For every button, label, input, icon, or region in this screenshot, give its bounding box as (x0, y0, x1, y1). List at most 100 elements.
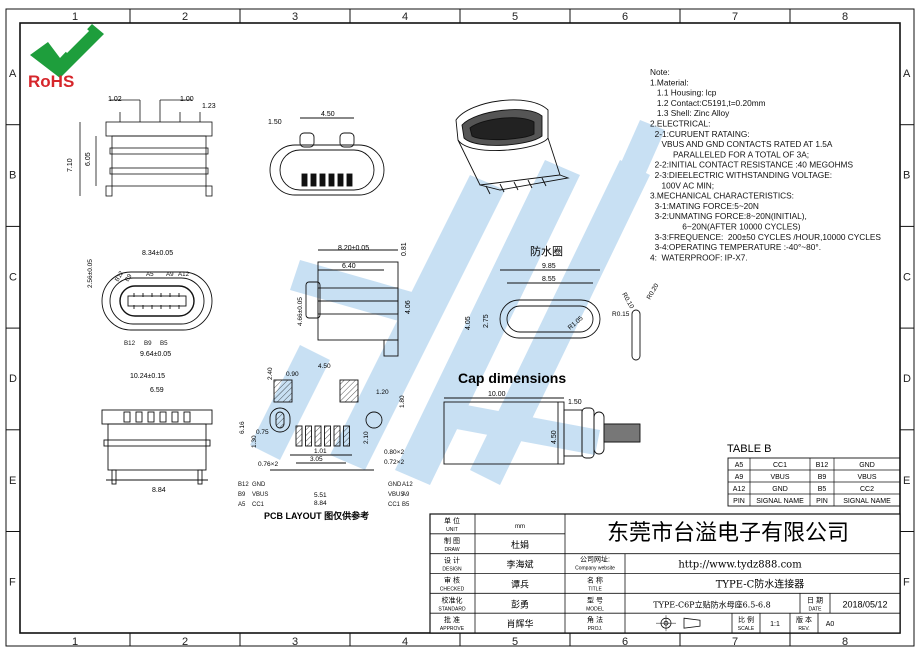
dim-0-75: 0.75 (256, 429, 269, 436)
title-field-value: 李海斌 (506, 559, 533, 570)
note-line: 3-1:MATING FORCE:5~20N (650, 201, 759, 211)
zone-row-right-C: C (903, 271, 911, 283)
note-line: 4: WATERPROOF: IP-X7. (650, 252, 748, 262)
note-line: 3.MECHANICAL CHARACTERISTICS: (650, 191, 794, 201)
rohs-logo-text: RoHS (28, 72, 74, 91)
note-line: PARALLELED FOR A TOTAL OF 3A; (650, 149, 809, 159)
dim-1-20: 1.20 (376, 389, 389, 396)
zone-row-right-B: B (903, 170, 910, 182)
dim-6-40: 6.40 (342, 263, 356, 270)
pcb-layout-label: PCB LAYOUT 图仅供参考 (264, 510, 369, 521)
pin-label-B5: B5 (160, 340, 168, 347)
note-line: 2.ELECTRICAL: (650, 119, 710, 129)
zone-row-left-F: F (9, 577, 16, 589)
cap-dimensions-label: Cap dimensions (458, 370, 566, 386)
zone-col-top-4: 4 (402, 11, 408, 23)
title-field-value: 杜娟 (511, 539, 529, 550)
zone-col-bottom-2: 2 (182, 636, 188, 648)
table-cell: B12 (816, 462, 829, 469)
note-line: 6~20N(AFTER 10000 CYCLES) (650, 222, 801, 232)
zone-col-bottom-5: 5 (512, 636, 518, 648)
title-field-value: mm (515, 524, 525, 530)
dim-r0-20: R0.20 (646, 282, 661, 301)
dim-2-56: 2.56±0.05 (87, 259, 94, 288)
dim-1-02: 1.02 (108, 96, 122, 103)
dim-8-84: 8.84 (152, 487, 166, 494)
pcb-signal-label: CC1 (252, 502, 265, 508)
date-label-en: DATE (809, 606, 823, 612)
title-field-en: UNIT (446, 527, 458, 533)
table-b-title: TABLE B (727, 443, 771, 455)
note-line: 1.3 Shell: Zinc Alloy (650, 108, 730, 118)
dim-8-20: 8.20±0.05 (338, 245, 369, 252)
title-field-en: CHECKED (440, 587, 465, 593)
dim-7-10: 7.10 (67, 158, 74, 172)
dim-4-06: 4.06 (405, 300, 412, 314)
zone-row-right-F: F (903, 577, 910, 589)
dim-1-30: 1.30 (251, 435, 258, 448)
date-label-cn: 日 期 (807, 596, 823, 604)
title-field-value: 谭兵 (511, 579, 529, 590)
zone-row-left-E: E (9, 475, 16, 487)
mating-face-view (101, 271, 213, 331)
table-cell: VBUS (770, 474, 789, 481)
note-line: 2-1:CURUENT RATAING: (650, 129, 750, 139)
note-line: 2-2:INITIAL CONTACT RESISTANCE :40 MEGOH… (650, 160, 853, 170)
pcb-signal-label: VBUS (388, 492, 404, 498)
zone-row-right-E: E (903, 475, 910, 487)
dim-10-00: 10.00 (488, 391, 506, 398)
revision-label-en: REV. (798, 626, 809, 632)
title-label-cn: 名 称 (587, 576, 603, 585)
dim-4-50-cap: 4.50 (551, 430, 558, 444)
zone-col-top-5: 5 (512, 11, 518, 23)
zone-col-bottom-8: 8 (842, 636, 848, 648)
projection-label-cn: 角 法 (587, 615, 603, 624)
title-field-en: DESIGN (442, 567, 462, 573)
title-field-value: 肖辉华 (506, 618, 533, 629)
dim-8-34: 8.34±0.05 (142, 250, 173, 257)
dim-6-59: 6.59 (150, 387, 164, 394)
pcb-signal-label: GND (388, 482, 402, 488)
scale-label-cn: 比 例 (738, 615, 754, 624)
scale-value: 1:1 (770, 621, 780, 628)
revision-label-cn: 版 本 (796, 615, 812, 624)
table-cell: A5 (735, 462, 744, 469)
zone-col-bottom-6: 6 (622, 636, 628, 648)
pcb-layout (269, 379, 383, 471)
dim-5-51: 5.51 (314, 492, 327, 499)
projection-label-en: PROJ. (588, 626, 603, 632)
dim-9-64: 9.64±0.05 (140, 351, 171, 358)
pcb-pin-label: B5 (402, 502, 410, 508)
pcb-pin-label: A5 (238, 502, 246, 508)
note-line: 1.Material: (650, 77, 689, 87)
dim-4-50: 4.50 (321, 111, 335, 118)
dim-8-84-pcb: 8.84 (314, 500, 327, 507)
pin-label-A5: A5 (146, 271, 154, 278)
dim-0-72x2: 0.72×2 (384, 459, 404, 466)
zone-col-top-3: 3 (292, 11, 298, 23)
note-line: 2-3:DIEELECTRIC WITHSTANDING VOLTAGE: (650, 170, 832, 180)
title-field-cn: 审 核 (444, 576, 460, 585)
notes-block: Note:1.Material: 1.1 Housing: lcp 1.2 Co… (650, 67, 881, 262)
note-line: 3-4:OPERATING TEMPERATURE :-40°~80°. (650, 242, 821, 252)
pcb-pin-label: B9 (238, 492, 246, 498)
website-label-cn: 公司网址: (580, 555, 610, 564)
zone-row-right-D: D (903, 373, 911, 385)
zone-row-left-B: B (9, 170, 16, 182)
note-line: Note: (650, 67, 670, 77)
dim-6-05: 6.05 (85, 152, 92, 166)
title-label-en: TITLE (588, 587, 602, 593)
zone-col-top-8: 8 (842, 11, 848, 23)
dim-1-00: 1.00 (180, 96, 194, 103)
dim-1-50: 1.50 (268, 119, 282, 126)
table-cell: SIGNAL NAME (756, 498, 804, 505)
title-field-cn: 设 计 (444, 556, 460, 565)
title-value: TYPE-C防水连接器 (716, 578, 805, 591)
note-line: 100V AC MIN; (650, 180, 714, 190)
note-line: 3-2:UNMATING FORCE:8~20N(INITIAL), (650, 211, 807, 221)
dim-r0-15: R0.15 (612, 311, 630, 318)
dim-2-40: 2.40 (267, 367, 274, 380)
